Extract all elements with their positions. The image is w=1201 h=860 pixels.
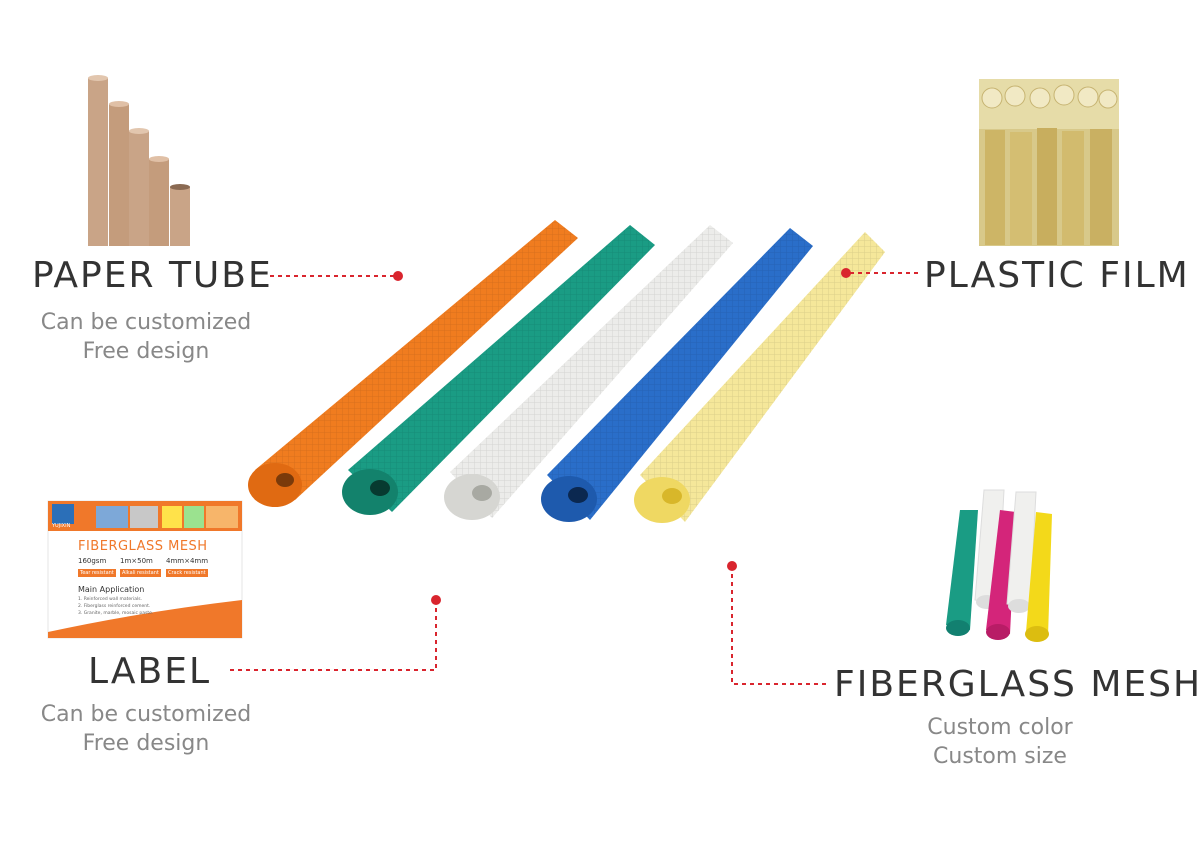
label-card-spec-2: 1m×50m (120, 557, 153, 565)
label-card: YUJIXIN FIBERGLASS MESH 160gsm 1m×50m 4m… (48, 501, 242, 638)
label-card-brand: YUJIXIN (52, 523, 71, 529)
dot-fiberglass-mesh (727, 561, 737, 571)
plastic-film-title: PLASTIC FILM (924, 255, 1190, 296)
paper-tube-subtitle-line2: Free design (82, 339, 210, 364)
dot-plastic-film (841, 268, 851, 278)
label-card-app-item-1: 1. Reinforced wall materials. (78, 597, 143, 602)
label-card-spec-1: 160gsm (78, 557, 107, 565)
plastic-film-image (979, 79, 1119, 246)
fiberglass-rolls-main-image (248, 220, 885, 523)
label-card-badge-1: Tear resistant (78, 569, 116, 577)
connector-label (230, 600, 437, 671)
label-title: LABEL (88, 651, 212, 692)
fiberglass-mesh-subtitle-line2: Custom size (933, 744, 1067, 769)
label-card-app-item-3: 3. Granite, marble, mosaic paste. (78, 611, 154, 616)
label-subtitle-line1: Can be customized (40, 702, 252, 727)
label-card-heading: FIBERGLASS MESH (78, 539, 208, 554)
label-card-app-title: Main Application (78, 585, 145, 594)
connector-dots (393, 268, 851, 605)
dot-paper-tube (393, 271, 403, 281)
dot-label (431, 595, 441, 605)
label-card-spec-3: 4mm×4mm (166, 557, 209, 565)
fiberglass-rolls-small-image (946, 489, 1052, 642)
connector-fiberglass-mesh (731, 566, 826, 685)
fiberglass-mesh-subtitle-line1: Custom color (927, 715, 1073, 740)
label-subtitle-line2: Free design (82, 731, 210, 756)
label-subtitle: Can be customized Free design (36, 700, 256, 758)
connector-lines (230, 272, 918, 685)
label-card-badge-3: Crack resistant (166, 569, 208, 577)
fiberglass-mesh-title: FIBERGLASS MESH (834, 664, 1201, 705)
label-card-badge-2: Alkali resistant (120, 569, 161, 577)
label-card-app-item-2: 2. Fiberglass reinforced cement. (78, 604, 151, 609)
paper-tube-title: PAPER TUBE (32, 255, 273, 296)
fiberglass-mesh-subtitle: Custom color Custom size (900, 713, 1100, 771)
paper-tubes-image (88, 75, 190, 246)
paper-tube-subtitle: Can be customized Free design (36, 308, 256, 366)
paper-tube-subtitle-line1: Can be customized (40, 310, 252, 335)
